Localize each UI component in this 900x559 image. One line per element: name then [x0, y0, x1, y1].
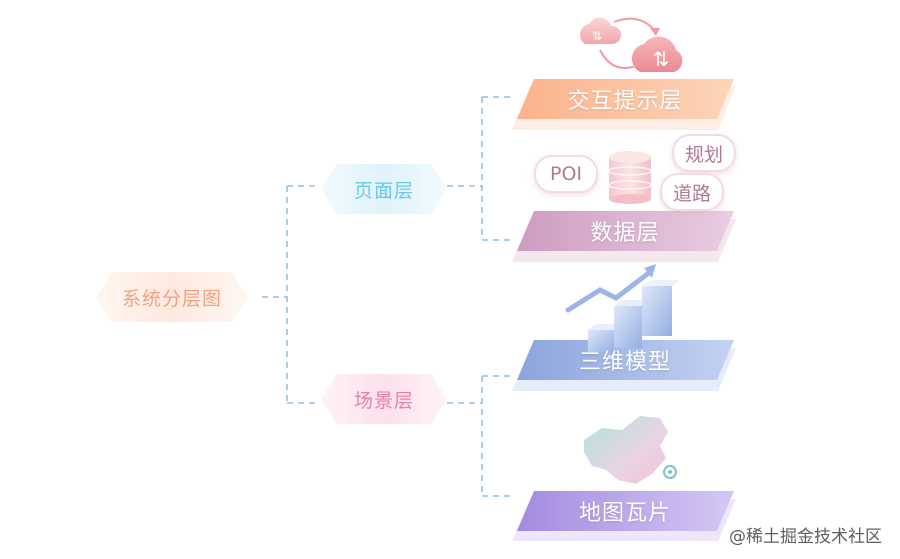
svg-text:⇅: ⇅: [653, 47, 670, 71]
tag-poi: POI: [534, 155, 598, 193]
page-layer-node-label: 页面层: [353, 179, 414, 202]
3d-model-layer-label: 三维模型: [578, 350, 671, 375]
map-tile-layer-label: 地图瓦片: [578, 501, 671, 526]
3d-bar-chart-icon: [565, 264, 680, 352]
map-icon: [584, 416, 677, 484]
data-layer-label: 数据层: [590, 221, 660, 246]
database-icon: [608, 151, 652, 204]
svg-text:⇅: ⇅: [592, 29, 602, 43]
layer-plate-model: [512, 340, 736, 391]
layer-plate-interaction: [512, 79, 736, 130]
watermark: @稀土掘金技术社区: [729, 527, 882, 547]
scene-layer-node-label: 场景层: [353, 389, 414, 412]
layer-plate-tiles: [512, 491, 736, 541]
page-node-shape: [321, 164, 447, 214]
layer-plate-data: [512, 211, 736, 262]
scene-node-shape: [321, 374, 447, 424]
connector-lines: [262, 96, 512, 497]
root-node-label: 系统分层图: [121, 287, 222, 310]
root-node-shape: [96, 272, 248, 322]
cloud-sync-icon: ⇅ ⇅: [580, 17, 683, 72]
tag-roads: 道路: [660, 173, 724, 211]
interaction-layer-label: 交互提示层: [567, 89, 683, 114]
tag-planning: 规划: [672, 134, 736, 172]
